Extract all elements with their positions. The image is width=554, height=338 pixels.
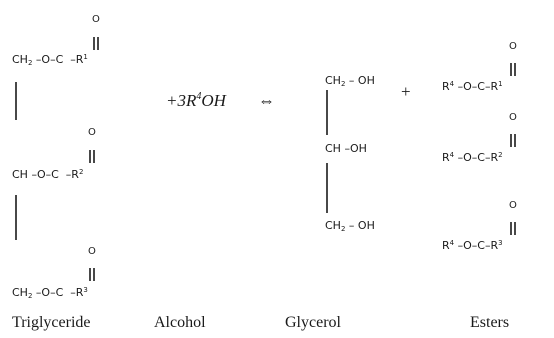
triglyceride-row-2: CH –O–C –R2 [12, 168, 84, 181]
triglyceride-carbonyl-o-2: O [88, 127, 96, 138]
equilibrium-arrow-icon: ⇔ [258, 91, 275, 110]
triglyceride-carbonyl-o-3: O [88, 246, 96, 257]
ester-row-1: R4 –O–C–R1 [442, 80, 503, 93]
label-alcohol: Alcohol [154, 314, 206, 331]
ester-carbonyl-o-2: O [509, 112, 517, 123]
label-glycerol: Glycerol [285, 314, 341, 331]
glycerol-row-2: CH –OH [325, 142, 367, 155]
triglyceride-carbonyl-o-1: O [92, 14, 100, 25]
triglyceride-row-1: CH2 –O–C –R1 [12, 53, 88, 67]
label-triglyceride: Triglyceride [12, 314, 91, 331]
glycerol-row-3: CH2 – OH [325, 219, 375, 233]
ester-row-3: R4 –O–C–R3 [442, 239, 503, 252]
plus-sign-icon: + [401, 82, 411, 101]
ester-row-2: R4 –O–C–R2 [442, 151, 503, 164]
triglyceride-row-3: CH2 –O–C –R3 [12, 286, 88, 300]
ester-carbonyl-o-1: O [509, 41, 517, 52]
glycerol-row-1: CH2 – OH [325, 74, 375, 88]
ester-carbonyl-o-3: O [509, 200, 517, 211]
label-esters: Esters [470, 314, 510, 331]
alcohol-reactant: +3R4OH [166, 91, 226, 110]
